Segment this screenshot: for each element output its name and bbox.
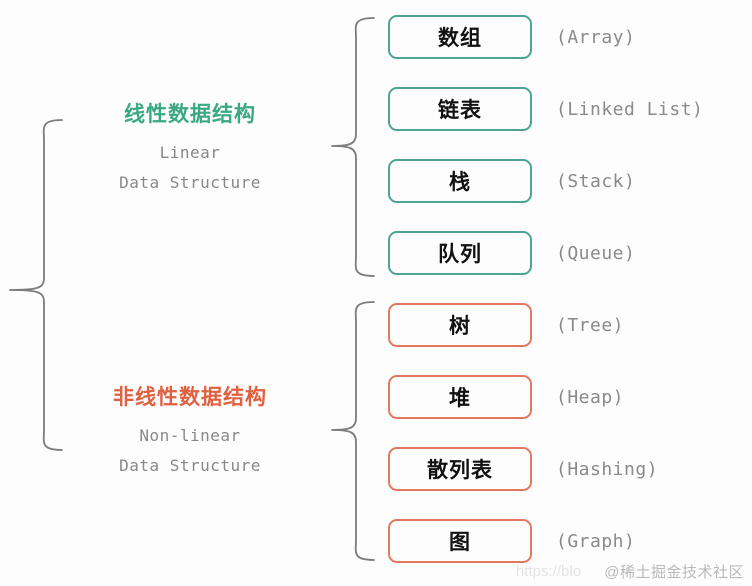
list-item[interactable]: 堆 (Heap) <box>388 375 624 419</box>
group-subtitle-linear-line1: Linear <box>159 143 221 162</box>
watermark-url: https://blo <box>516 563 582 580</box>
item-label-cn: 堆 <box>449 387 471 410</box>
list-item[interactable]: 栈 (Stack) <box>388 159 635 203</box>
item-label-cn: 链表 <box>438 99 482 122</box>
list-item[interactable]: 队列 (Queue) <box>388 231 635 275</box>
list-item[interactable]: 树 (Tree) <box>388 303 624 347</box>
item-label-cn: 散列表 <box>427 459 493 482</box>
item-box-hashing[interactable]: 散列表 <box>388 447 532 491</box>
list-item[interactable]: 数组 (Array) <box>388 15 635 59</box>
group-label-linear: 线性数据结构 Linear Data Structure <box>40 100 340 198</box>
item-label-en: (Graph) <box>556 530 636 552</box>
list-item[interactable]: 散列表 (Hashing) <box>388 447 658 491</box>
list-item[interactable]: 图 (Graph) <box>388 519 635 563</box>
item-label-en: (Array) <box>556 26 636 48</box>
item-label-en: (Queue) <box>556 242 636 264</box>
item-box-linked-list[interactable]: 链表 <box>388 87 532 131</box>
group-subtitle-linear-line2: Data Structure <box>119 173 261 192</box>
item-label-en: (Stack) <box>556 170 636 192</box>
item-label-en: (Heap) <box>556 386 625 408</box>
item-label-en: (Tree) <box>556 314 625 336</box>
item-label-en: (Hashing) <box>556 458 659 480</box>
item-box-array[interactable]: 数组 <box>388 15 532 59</box>
group-title-linear: 线性数据结构 <box>124 103 256 126</box>
item-label-en: (Linked List) <box>556 98 704 120</box>
item-box-heap[interactable]: 堆 <box>388 375 532 419</box>
item-box-graph[interactable]: 图 <box>388 519 532 563</box>
item-label-cn: 栈 <box>449 171 471 194</box>
item-label-cn: 队列 <box>438 243 482 266</box>
group-title-nonlinear: 非线性数据结构 <box>113 386 267 409</box>
item-label-cn: 图 <box>449 531 471 554</box>
item-box-stack[interactable]: 栈 <box>388 159 532 203</box>
group-subtitle-nonlinear-line2: Data Structure <box>119 456 261 475</box>
group-subtitle-nonlinear-line1: Non-linear <box>139 426 241 445</box>
item-box-queue[interactable]: 队列 <box>388 231 532 275</box>
watermark-handle: @稀土掘金技术社区 <box>604 564 744 581</box>
item-box-tree[interactable]: 树 <box>388 303 532 347</box>
list-item[interactable]: 链表 (Linked List) <box>388 87 703 131</box>
item-label-cn: 树 <box>449 315 471 338</box>
item-label-cn: 数组 <box>438 27 482 50</box>
group-label-nonlinear: 非线性数据结构 Non-linear Data Structure <box>40 383 340 481</box>
